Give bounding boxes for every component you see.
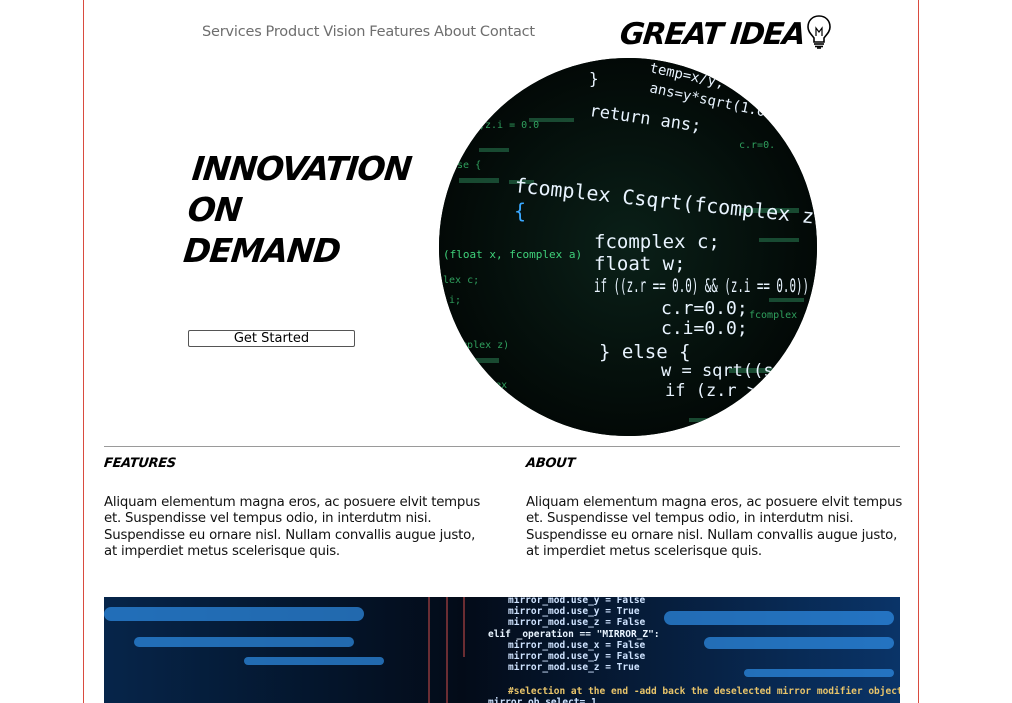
banner-code-line: mirror_mod.use_y = False bbox=[508, 651, 646, 662]
hero-title-line: DEMAND bbox=[181, 231, 342, 270]
svg-text:;z.i = 0.0: ;z.i = 0.0 bbox=[479, 120, 539, 131]
get-started-button[interactable]: Get Started bbox=[188, 330, 355, 347]
svg-text:complex z): complex z) bbox=[449, 340, 509, 351]
about-section: ABOUT Aliquam elementum magna eros, ac p… bbox=[525, 456, 906, 560]
logo-text: GREAT IDEA bbox=[618, 16, 807, 52]
code-line: } bbox=[589, 69, 599, 88]
about-heading: ABOUT bbox=[525, 456, 576, 471]
nav-item-about[interactable]: About bbox=[434, 24, 476, 40]
lightbulb-icon bbox=[806, 14, 832, 54]
svg-text:lex c;: lex c; bbox=[443, 275, 479, 286]
hero-title: INNOVATION ON DEMAND bbox=[182, 148, 413, 271]
code-line: c.i=0.0; bbox=[661, 318, 748, 339]
banner-code-line: mirror_mod.use_z = True bbox=[508, 662, 640, 673]
banner-code-line: mirror_mod.use_y = True bbox=[508, 606, 640, 617]
nav-item-features[interactable]: Features bbox=[369, 24, 431, 40]
page-frame: Services Product Vision Features About C… bbox=[83, 0, 919, 703]
code-line: fcomplex c; bbox=[594, 231, 720, 253]
banner-code-line: mirror_mod.use_x = False bbox=[508, 640, 646, 651]
banner-code-line: #selection at the end -add back the dese… bbox=[508, 686, 900, 697]
svg-text:.i;: .i; bbox=[443, 295, 461, 306]
code-line: { bbox=[514, 199, 526, 223]
hero-title-line: INNOVATION bbox=[190, 149, 413, 188]
svg-text:fcomplex: fcomplex bbox=[749, 310, 797, 321]
banner-code-line: elif _operation == "MIRROR_Z": bbox=[488, 629, 660, 640]
banner-code-line: mirror_mod.use_y = False bbox=[508, 597, 646, 606]
features-heading: FEATURES bbox=[103, 456, 177, 471]
main-nav: Services Product Vision Features About C… bbox=[202, 24, 539, 40]
code-line: float w; bbox=[594, 253, 686, 275]
hero-code-image: temp=x/y; ans=y*sqrt(1.0+temp*temp } ret… bbox=[439, 58, 817, 436]
svg-text:fcomplex: fcomplex bbox=[459, 380, 507, 391]
hero-title-line: ON bbox=[185, 190, 244, 229]
code-banner-image: mirror_mod.use_y = False mirror_mod.use_… bbox=[104, 597, 900, 703]
section-divider bbox=[104, 446, 900, 447]
nav-item-product[interactable]: Product bbox=[265, 24, 320, 40]
features-body: Aliquam elementum magna eros, ac posuere… bbox=[104, 495, 481, 559]
code-line: } else { bbox=[599, 341, 691, 363]
code-line: (float x, fcomplex a) bbox=[443, 248, 582, 261]
code-line: c.r=0.0; bbox=[661, 298, 748, 319]
banner-code-line: mirror_mod.use_z = False bbox=[508, 617, 646, 628]
banner-code-line: mirror_ob.select= 1 bbox=[488, 697, 597, 703]
brand-logo[interactable]: GREAT IDEA bbox=[618, 14, 832, 54]
code-line: if (z.r >= 0.0) bbox=[665, 381, 817, 401]
code-line: w = sqrt((sqrt(z.r bbox=[661, 361, 817, 381]
about-body: Aliquam elementum magna eros, ac posuere… bbox=[526, 495, 903, 559]
features-section: FEATURES Aliquam elementum magna eros, a… bbox=[103, 456, 484, 560]
code-line: if ((z.r == 0.0) && (z.i == 0.0)) bbox=[594, 275, 809, 297]
nav-item-contact[interactable]: Contact bbox=[479, 24, 535, 40]
svg-text:c.r=0.: c.r=0. bbox=[739, 140, 775, 151]
nav-item-services[interactable]: Services bbox=[202, 24, 262, 40]
nav-item-vision[interactable]: Vision bbox=[323, 24, 366, 40]
svg-text:else {: else { bbox=[445, 160, 481, 171]
